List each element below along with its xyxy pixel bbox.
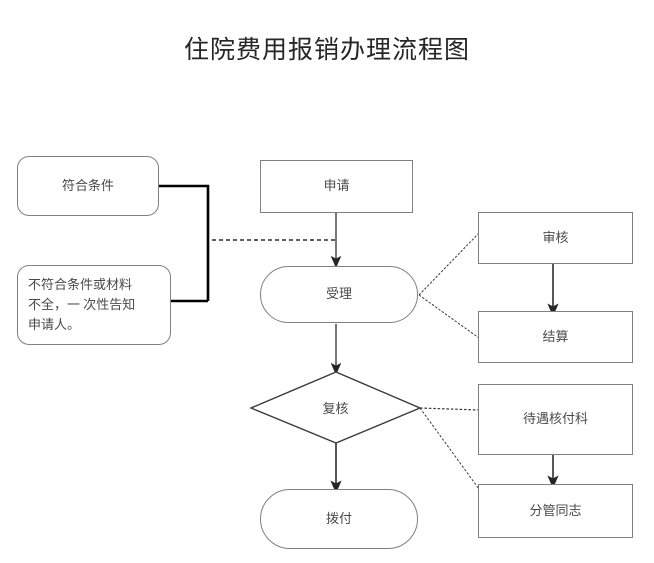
edge-accept-to-settle (418, 294, 480, 339)
node-review-label-wrap: 复核 (251, 372, 420, 443)
node-audit[interactable]: 审核 (478, 212, 633, 264)
node-supervisor[interactable]: 分管同志 (478, 484, 633, 538)
review-diamond-shape (249, 371, 422, 444)
edge-review-to-supervisor (419, 407, 480, 490)
node-not-eligible-label: 不符合条件或材料 不全，一 次性告知 申请人。 (28, 276, 136, 333)
node-eligible[interactable]: 符合条件 (17, 156, 159, 216)
node-benefit-dept[interactable]: 待遇核付科 (478, 384, 633, 455)
edge-accept-to-audit (418, 232, 480, 296)
page-title: 住院费用报销办理流程图 (183, 37, 470, 64)
node-settle[interactable]: 结算 (478, 311, 633, 363)
node-review-label: 复核 (322, 401, 349, 416)
node-supervisor-label: 分管同志 (529, 502, 582, 518)
edge-review-to-benefit-dept (419, 407, 480, 411)
node-not-eligible[interactable]: 不符合条件或材料 不全，一 次性告知 申请人。 (17, 265, 171, 345)
node-accept-label: 受理 (325, 286, 352, 302)
node-settle-label: 结算 (542, 328, 569, 344)
node-benefit-dept-label: 待遇核付科 (522, 411, 588, 427)
node-apply[interactable]: 申请 (260, 160, 413, 213)
node-review[interactable]: 复核 (251, 372, 420, 443)
node-disburse-label: 拨付 (325, 510, 352, 526)
node-accept[interactable]: 受理 (260, 266, 418, 323)
node-disburse[interactable]: 拨付 (260, 489, 418, 549)
node-eligible-label: 符合条件 (61, 177, 114, 193)
node-apply-label: 申请 (323, 178, 350, 194)
node-audit-label: 审核 (542, 229, 569, 245)
